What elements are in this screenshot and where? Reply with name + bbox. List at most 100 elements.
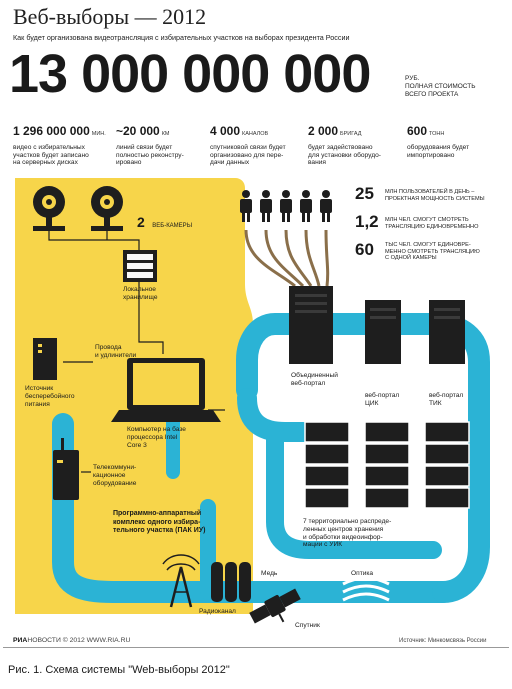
label-line: и удлинители — [95, 351, 137, 359]
cable-centers-bottom — [266, 423, 442, 559]
label-line: хранилище — [123, 293, 158, 301]
stat-unit: ТОНН — [429, 131, 445, 137]
stat-unit: КМ — [161, 131, 170, 137]
cable-main — [52, 413, 454, 603]
complex-label: Программно-аппаратный комплекс одного из… — [113, 510, 205, 536]
stat-unit: КАНАЛОВ — [242, 131, 269, 137]
user-links — [244, 229, 330, 288]
footer-divider — [3, 647, 509, 648]
label-line: Core 3 — [127, 441, 147, 449]
ria-logo-text: НОВОСТИ © 2012 WWW.RIA.RU — [27, 637, 131, 644]
figure-caption: Рис. 1. Схема системы "Web-выборы 2012" — [8, 664, 230, 676]
label-line: ТИК — [429, 399, 442, 407]
infographic: Веб-выборы — 2012 Как будет организована… — [3, 2, 509, 654]
stat-value: 2 000 — [308, 124, 339, 138]
optics-label: Оптика — [351, 570, 374, 577]
satellite-label: Спутник — [295, 622, 320, 629]
portal-cik-label: веб-портал ЦИК — [365, 392, 399, 408]
label-line: Провода — [95, 344, 122, 351]
copper-label: Медь — [261, 570, 278, 577]
label-line: Локальное — [123, 286, 156, 293]
label-line: кационное — [93, 471, 126, 479]
ups-icon — [33, 338, 57, 380]
total-cost-value: 13 000 000 000 — [9, 44, 371, 104]
storage-icon — [123, 250, 157, 282]
storage-label: Локальное хранилище — [123, 286, 158, 302]
stat-desc: линий связи будет полностью реконстру- и… — [116, 144, 184, 167]
label-line: Телекоммуни- — [93, 464, 137, 471]
users-stat-line: МЛН ЧЕЛ. СМОГУТ СМОТРЕТЬ — [385, 217, 469, 223]
cable-portal-loop — [236, 313, 490, 603]
users-stat-value: 25 — [355, 184, 374, 203]
stat-desc: оборудования будет импортировано — [407, 144, 469, 159]
label-line: бесперебойного — [25, 392, 75, 400]
network-cables — [52, 313, 490, 603]
system-diagram — [15, 178, 490, 624]
label-line: ленных центров хранения — [303, 525, 384, 533]
label-line: питания — [25, 400, 50, 408]
ria-logo-mark: РИА — [13, 637, 28, 644]
total-cost-desc-2: ВСЕГО ПРОЕКТА — [405, 91, 459, 98]
stat-value: 1 296 000 000 — [13, 124, 90, 138]
label-line: процессора Intel — [127, 433, 178, 441]
wires-label: Провода и удлинители — [95, 344, 136, 360]
stat-desc-line: видео с избирательных — [13, 144, 85, 151]
label-line: веб-портал — [429, 392, 464, 399]
users-stat-line: ТЫС ЧЕЛ. СМОГУТ ЕДИНОВРЕ- — [385, 242, 471, 248]
satellite-icon — [249, 588, 301, 624]
users-stat-line: С ОДНОЙ КАМЕРЫ — [385, 255, 437, 262]
label-line: 7 территориально распреде- — [303, 518, 392, 525]
camera-count-block: 2 ВЕБ-КАМЕРЫ — [137, 214, 192, 232]
radio-tower-icon — [162, 554, 200, 608]
thin-wires — [48, 231, 225, 473]
subtitle: Как будет организована видеотрансляция с… — [13, 33, 350, 42]
source-note: Источник: Минкомсвязь России — [399, 638, 487, 644]
stat-desc-line: участков будет записано — [13, 151, 89, 159]
label-line: Объединенный — [291, 372, 338, 379]
stat-desc-line: полностью реконстру- — [116, 151, 184, 159]
ria-logo: РИАНОВОСТИ © 2012 WWW.RIA.RU — [13, 637, 130, 644]
label-line: комплекс одного избира- — [113, 518, 201, 526]
portal-tik-label: веб-портал ТИК — [429, 392, 463, 408]
users-stat-desc: МЛН ЧЕЛ. СМОГУТ СМОТРЕТЬ ТРАНСЛЯЦИЮ ЕДИН… — [385, 217, 478, 230]
users-icon — [240, 190, 332, 222]
total-cost-desc-1: ПОЛНАЯ СТОИМОСТЬ — [405, 83, 476, 90]
rack-icon — [364, 421, 410, 509]
users-stat-value: 1,2 — [355, 212, 379, 231]
copper-cable-icon — [211, 562, 251, 602]
label-line: Программно-аппаратный — [113, 510, 202, 517]
stat-unit: МИН. — [91, 131, 106, 137]
stat-desc-line: будет задействовано — [308, 144, 373, 151]
label-line: веб-портал — [365, 392, 400, 399]
users-stat-line: ТРАНСЛЯЦИЮ ЕДИНОВРЕМЕННО — [385, 223, 479, 230]
users-stat-line: МЕННО СМОТРЕТЬ ТРАНСЛЯЦИЮ — [385, 248, 480, 255]
total-cost-caption: РУБ. ПОЛНАЯ СТОИМОСТЬ ВСЕГО ПРОЕКТА — [405, 75, 476, 99]
stat-value: 600 — [407, 124, 428, 138]
users-stat-line: ПРОЕКТНАЯ МОЩНОСТЬ СИСТЕМЫ — [385, 195, 485, 202]
camera-label: ВЕБ-КАМЕРЫ — [152, 223, 192, 229]
label-line: Источник — [25, 385, 54, 392]
datacenter-racks — [304, 421, 470, 509]
stat-desc-line: дачи данных — [210, 159, 250, 167]
page-title: Веб-выборы — 2012 — [13, 4, 207, 29]
stat-desc-line: организовано для пере- — [210, 151, 284, 159]
optics-cable-icon — [342, 576, 390, 602]
label-line: ЦИК — [365, 399, 379, 407]
centers-label: 7 территориально распреде- ленных центро… — [303, 518, 391, 549]
stat-desc-line: вания — [308, 159, 326, 167]
label-line: веб-портал — [291, 379, 326, 387]
users-stat-line: МЛН ПОЛЬЗОВАТЕЛЕЙ В ДЕНЬ – — [385, 189, 475, 195]
label-line: оборудование — [93, 479, 137, 487]
stat-desc-line: оборудования будет — [407, 144, 470, 151]
stat-value: ~20 000 — [116, 124, 160, 138]
stat-desc-line: спутниковой связи будет — [210, 144, 286, 151]
webcam-icon — [91, 186, 123, 231]
server-icon — [429, 300, 465, 364]
stat-desc-line: на серверных дисках — [13, 159, 78, 167]
ups-label: Источник бесперебойного питания — [25, 385, 75, 408]
stat-desc-line: импортировано — [407, 151, 455, 159]
